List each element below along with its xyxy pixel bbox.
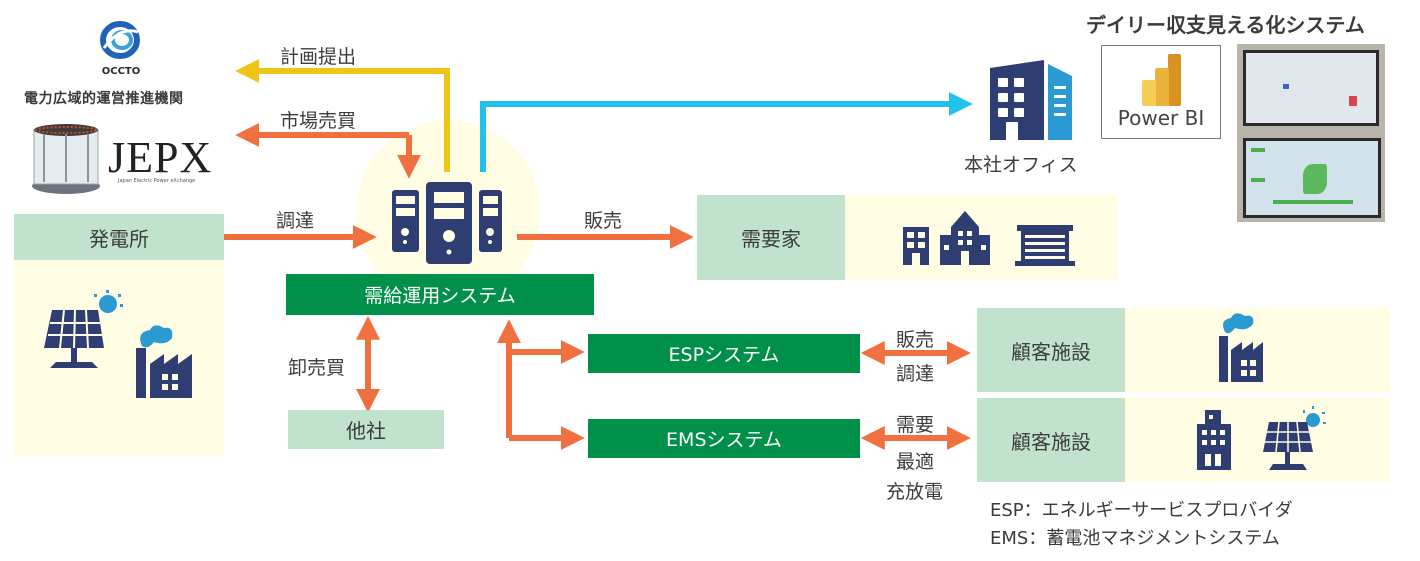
label-procurement: 調達	[276, 210, 315, 232]
arrow-to-head-office	[480, 92, 973, 172]
building-icon	[1197, 410, 1231, 470]
central-system-box: 需給運用システム	[286, 274, 594, 315]
arrow-plan-submission	[235, 59, 450, 172]
factory-icon	[136, 325, 192, 398]
solar-panel-icon	[44, 290, 123, 368]
powerbi-logo-box: Power BI	[1101, 45, 1221, 139]
server-icon	[392, 182, 502, 264]
consumers-panel	[845, 195, 1117, 280]
office-building-icon	[990, 60, 1072, 140]
powerbi-label: Power BI	[1117, 106, 1205, 130]
head-office-label: 本社オフィス	[964, 154, 1078, 176]
customer-facility-2-panel	[1125, 398, 1390, 482]
label-ems-flow-1: 需要	[896, 414, 935, 436]
occto-name: 電力広域的運営推進機関	[24, 91, 184, 107]
occto-logo	[96, 18, 144, 78]
label-ems-flow-2: 最適	[896, 451, 935, 473]
dashboard-screen-top	[1243, 50, 1379, 126]
label-plan-submission: 計画提出	[280, 46, 357, 68]
esp-system-box: ESPシステム	[588, 334, 860, 373]
legend-ems: EMS：蓄電池マネジメントシステム	[990, 528, 1280, 549]
dashboard-photo	[1237, 44, 1385, 222]
label-sales: 販売	[584, 210, 623, 232]
occto-logo-text: OCCTO	[101, 66, 141, 77]
customer-facility-1-header: 顧客施設	[977, 308, 1125, 392]
factory-icon	[1219, 313, 1263, 382]
label-esp-flow-2: 調達	[896, 363, 935, 385]
occto-swirl-icon	[100, 21, 140, 59]
customer-facility-1-panel	[1125, 308, 1390, 392]
label-market-trading: 市場売買	[280, 110, 357, 132]
consumers-header: 需要家	[697, 195, 845, 280]
legend-esp: ESP：エネルギーサービスプロバイダ	[990, 500, 1293, 521]
power-plant-panel	[14, 260, 224, 456]
jepx-logo-text: JEPX	[108, 133, 213, 182]
customer-facility-2-header: 顧客施設	[977, 398, 1125, 482]
powerbi-bars-icon	[1142, 54, 1181, 106]
label-esp-flow-1: 販売	[896, 329, 935, 351]
jepx-subtitle: Japan Electric Power eXchange	[118, 178, 196, 184]
other-companies-box: 他社	[288, 410, 444, 449]
ems-system-box: EMSシステム	[588, 419, 860, 458]
label-wholesale: 卸売買	[288, 357, 346, 379]
dashboard-title: デイリー収支見える化システム	[1086, 13, 1365, 37]
label-ems-flow-3: 充放電	[886, 481, 944, 503]
power-plant-header: 発電所	[14, 214, 224, 260]
buildings-icon	[903, 211, 1075, 266]
jepx-building-image	[28, 120, 104, 196]
dashboard-screen-bottom	[1243, 138, 1381, 218]
solar-panel-icon	[1263, 406, 1326, 470]
